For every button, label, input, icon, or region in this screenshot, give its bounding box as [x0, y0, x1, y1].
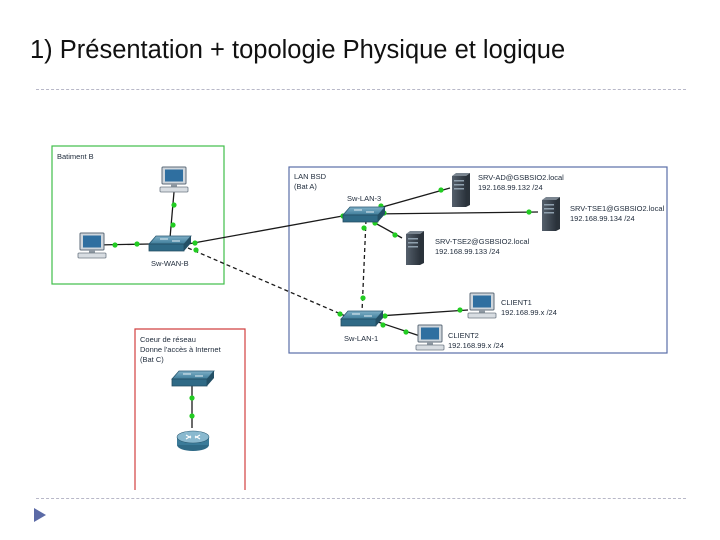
link-dot: [403, 329, 409, 335]
link-dot: [457, 307, 463, 313]
zone-lan-bsd-label-2: (Bat A): [294, 182, 317, 191]
label-client2-name: CLIENT2: [448, 331, 479, 340]
link-dot: [382, 313, 388, 319]
link-dot: [189, 413, 195, 419]
cable-swlan1-client1: [377, 309, 469, 317]
label-sw-wan-b: Sw-WAN-B: [151, 259, 189, 268]
zone-coeur-label-2: Donne l'accès à Internet: [140, 345, 222, 354]
label-client1-name: CLIENT1: [501, 298, 532, 307]
label-client2-ip: 192.168.99.x /24: [448, 341, 504, 350]
label-sw-lan-1: Sw-LAN-1: [344, 334, 378, 343]
label-client1-ip: 192.168.99.x /24: [501, 308, 557, 317]
server-icon: [542, 197, 560, 231]
slide-title: 1) Présentation + topologie Physique et …: [30, 36, 566, 64]
zone-batiment-b-label: Batiment B: [57, 152, 94, 161]
link-dot: [192, 240, 198, 246]
link-dot: [170, 222, 176, 228]
link-dot: [361, 225, 367, 231]
label-srv-tse2-name: SRV-TSE2@GSBSIO2.local: [435, 237, 530, 246]
top-divider: [36, 89, 686, 90]
server-icon: [452, 173, 470, 207]
link-dot: [134, 241, 140, 247]
bottom-divider: [36, 498, 686, 499]
pc-icon: [77, 232, 107, 259]
link-dot: [380, 322, 386, 328]
label-srv-tse1-ip: 192.168.99.134 /24: [570, 214, 635, 223]
server-icon: [406, 231, 424, 265]
pc-icon: [467, 292, 497, 319]
cable-swwanb-swlan1: [187, 247, 351, 319]
link-dot: [526, 209, 532, 215]
label-srv-tse2-ip: 192.168.99.133 /24: [435, 247, 500, 256]
link-dot: [392, 232, 398, 238]
cable-swlan3-srvtse1: [371, 211, 539, 215]
cable-swwanb-swlan3: [187, 214, 349, 245]
zone-batiment-b: Batiment B: [51, 145, 225, 285]
label-srv-ad-name: SRV-AD@GSBSIO2.local: [478, 173, 564, 182]
zone-lan-bsd-label-1: LAN BSD: [294, 172, 327, 181]
link-dot: [171, 202, 177, 208]
link-dot: [360, 295, 366, 301]
link-dot: [337, 311, 343, 317]
label-srv-tse1-name: SRV-TSE1@GSBSIO2.local: [570, 204, 665, 213]
link-dot: [189, 395, 195, 401]
switch-icon: [342, 206, 386, 223]
label-srv-ad-ip: 192.168.99.132 /24: [478, 183, 543, 192]
switch-icon: [148, 235, 192, 252]
cable-swlan3-srvad: [371, 187, 451, 211]
pc-icon: [415, 324, 445, 351]
zone-coeur-label-3: (Bat C): [140, 355, 164, 364]
next-slide-arrow-icon[interactable]: [34, 508, 46, 522]
label-sw-lan-3: Sw-LAN-3: [347, 194, 381, 203]
link-dot: [193, 247, 199, 253]
zone-lan-bsd: LAN BSD (Bat A): [288, 166, 668, 354]
cable-pcb2-swwanb: [95, 243, 151, 246]
link-dot: [112, 242, 118, 248]
link-dot: [438, 187, 444, 193]
switch-icon: [340, 310, 384, 327]
pc-icon: [159, 166, 189, 193]
router-icon: [176, 430, 210, 452]
cable-swlan3-swlan1: [361, 219, 367, 313]
cable-pcb1-swwanb: [169, 191, 175, 239]
switch-icon: [171, 370, 215, 387]
zone-coeur: Coeur de réseau Donne l'accès à Internet…: [134, 328, 246, 490]
zone-coeur-label-1: Coeur de réseau: [140, 335, 196, 344]
